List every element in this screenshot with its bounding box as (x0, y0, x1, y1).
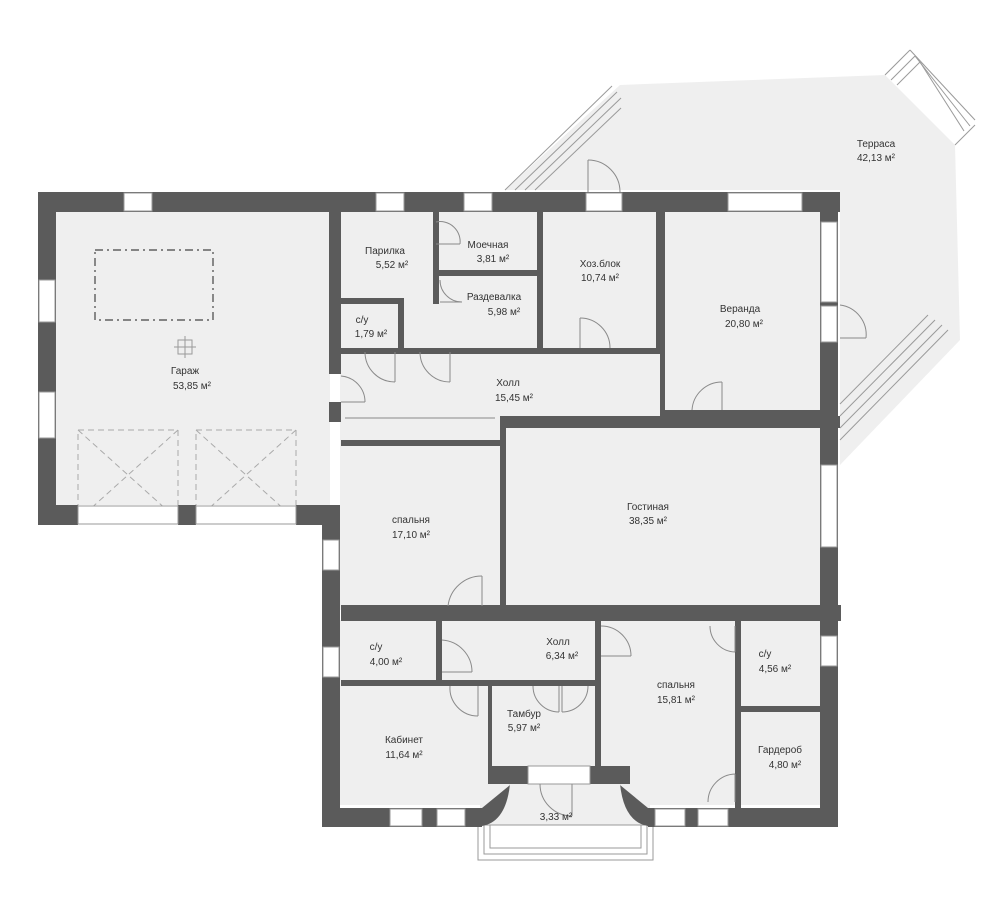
living-room-area: 38,35 м² (629, 516, 668, 527)
wc3-name: с/у (759, 649, 772, 660)
bedroom2-name: спальня (657, 680, 695, 691)
terrace-steps-ne (884, 49, 976, 146)
vestibule-area: 5,97 м² (508, 723, 541, 734)
garage-area: 53,85 м² (173, 381, 212, 392)
wc2-area: 4,00 м² (370, 657, 403, 668)
terrace-steps-nw (504, 85, 622, 191)
dressing-room-area: 5,98 м² (488, 307, 521, 318)
hall1-name: Холл (496, 378, 520, 389)
doors (340, 159, 867, 817)
terrace-steps-se (839, 314, 949, 441)
hall2-area: 6,34 м² (546, 651, 579, 662)
wardrobe-name: Гардероб (758, 744, 802, 756)
dressing-room-name: Раздевалка (467, 292, 522, 303)
drain-icon (174, 336, 196, 358)
wc1-area: 1,79 м² (355, 329, 388, 340)
terrace-area: 42,13 м² (857, 153, 896, 164)
wardrobe-area: 4,80 м² (769, 760, 802, 771)
veranda-name: Веранда (720, 304, 761, 315)
bedroom1-area: 17,10 м² (392, 530, 431, 541)
wash-room-name: Моечная (468, 240, 509, 251)
porch-steps (477, 824, 654, 861)
terrace (504, 49, 976, 465)
porch-columns (482, 784, 648, 826)
vestibule-name: Тамбур (507, 708, 541, 720)
room-labels: Терраса 42,13 м² Гараж 53,85 м² Парилка … (171, 139, 896, 823)
garage-name: Гараж (171, 366, 200, 377)
wc3-area: 4,56 м² (759, 664, 792, 675)
wc2-name: с/у (370, 642, 383, 653)
terrace-floor (505, 75, 960, 465)
veranda-area: 20,80 м² (725, 319, 764, 330)
bedroom2-area: 15,81 м² (657, 695, 696, 706)
utility-room-area: 10,74 м² (581, 273, 620, 284)
windows (38, 192, 838, 827)
wc1-name: с/у (356, 315, 369, 326)
terrace-name: Терраса (857, 139, 896, 150)
wash-room-area: 3,81 м² (477, 254, 510, 265)
hall1-area: 15,45 м² (495, 393, 534, 404)
steam-room-name: Парилка (365, 246, 405, 257)
garage-pit (94, 249, 214, 321)
hall2-name: Холл (546, 637, 570, 648)
office-name: Кабинет (385, 734, 423, 746)
porch-area: 3,33 м² (540, 812, 573, 823)
bedroom1-name: спальня (392, 515, 430, 526)
garage-features (77, 249, 297, 521)
living-room-name: Гостиная (627, 502, 669, 513)
utility-room-name: Хоз.блок (580, 258, 621, 270)
steam-room-area: 5,52 м² (376, 260, 409, 271)
office-area: 11,64 м² (385, 750, 423, 761)
